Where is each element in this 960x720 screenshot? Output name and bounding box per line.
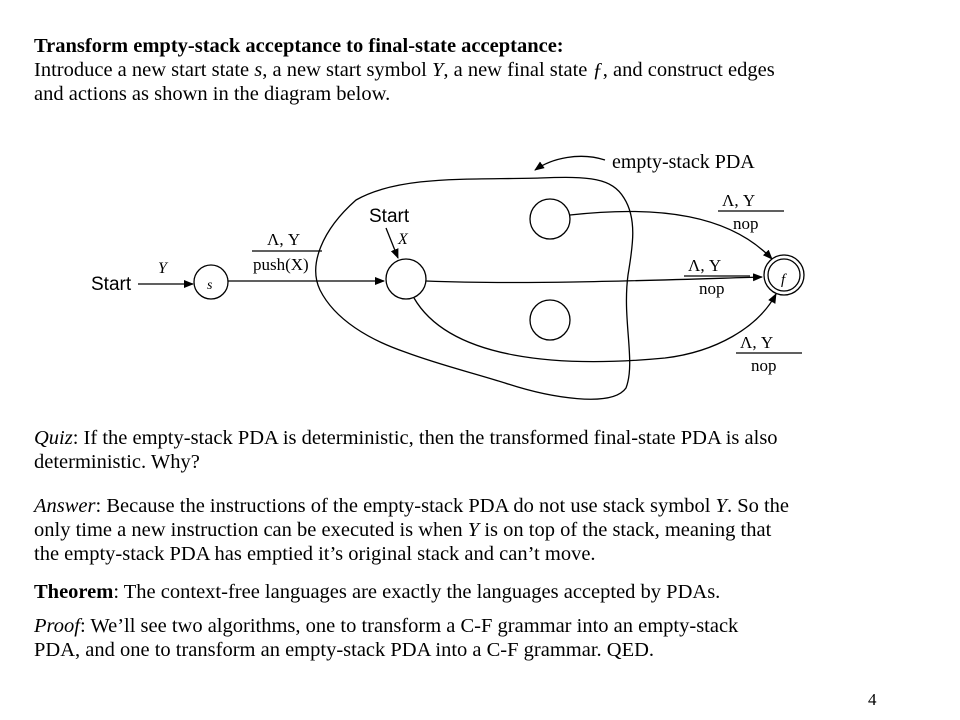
- proof-line-1: Proof: We’ll see two algorithms, one to …: [34, 615, 739, 637]
- start-arrow-inner: [385, 227, 399, 259]
- quiz-paragraph: Quiz: If the empty-stack PDA is determin…: [34, 426, 924, 474]
- region-label: empty-stack PDA: [612, 151, 755, 173]
- intro-line-2: and actions as shown in the diagram belo…: [34, 83, 391, 105]
- state-f-outer: [763, 254, 805, 296]
- state-inner-start: [385, 258, 427, 300]
- edge-inner-to-f: [425, 273, 763, 284]
- state-lower: [529, 299, 571, 341]
- intro-title: Transform empty-stack acceptance to fina…: [34, 35, 564, 57]
- edge-lower-to-f: [413, 293, 777, 363]
- state-upper: [529, 198, 571, 240]
- theorem-paragraph: Theorem: The context-free languages are …: [34, 580, 924, 604]
- state-s-label: s: [207, 278, 213, 293]
- edge-top-f-label-top: Λ, Y: [722, 191, 755, 210]
- inner-start-symbol-label: X: [397, 231, 409, 248]
- page-number: 4: [868, 690, 877, 709]
- intro-line-1: Introduce a new start state s, a new sta…: [34, 59, 775, 81]
- intro-paragraph: Transform empty-stack acceptance to fina…: [34, 34, 924, 106]
- answer-line-3: the empty-stack PDA has emptied it’s ori…: [34, 543, 596, 565]
- edge-top-f-label-bottom: nop: [733, 214, 759, 233]
- quiz-line-2: deterministic. Why?: [34, 451, 200, 473]
- state-f-label: f: [781, 272, 787, 288]
- quiz-line-1: Quiz: If the empty-stack PDA is determin…: [34, 427, 778, 449]
- region-label-pointer: [534, 155, 606, 171]
- edge-bot-f-label-bottom: nop: [751, 356, 777, 375]
- start-symbol-label: Y: [158, 260, 169, 277]
- edge-mid-f-label-bottom: nop: [699, 279, 725, 298]
- answer-paragraph: Answer: Because the instructions of the …: [34, 494, 924, 566]
- theorem-text: : The context-free languages are exactly…: [113, 581, 721, 603]
- edge-mid-f-label-top: Λ, Y: [688, 256, 721, 275]
- edge-s-label-bottom: push(X): [253, 255, 309, 274]
- answer-line-1: Answer: Because the instructions of the …: [34, 495, 790, 517]
- edge-s-label-top: Λ, Y: [267, 230, 300, 249]
- empty-stack-pda-region: [315, 176, 634, 400]
- edge-bot-f-label-top: Λ, Y: [740, 333, 773, 352]
- theorem-label: Theorem: [34, 581, 114, 603]
- start-label-inner: Start: [369, 206, 410, 227]
- edge-upper-to-f: [569, 210, 773, 260]
- proof-line-2: PDA, and one to transform an empty-stack…: [34, 639, 655, 661]
- state-f-inner: [767, 258, 801, 292]
- start-label-left: Start: [91, 274, 132, 295]
- state-s: [193, 264, 229, 300]
- proof-paragraph: Proof: We’ll see two algorithms, one to …: [34, 614, 924, 662]
- answer-line-2: only time a new instruction can be execu…: [34, 519, 772, 541]
